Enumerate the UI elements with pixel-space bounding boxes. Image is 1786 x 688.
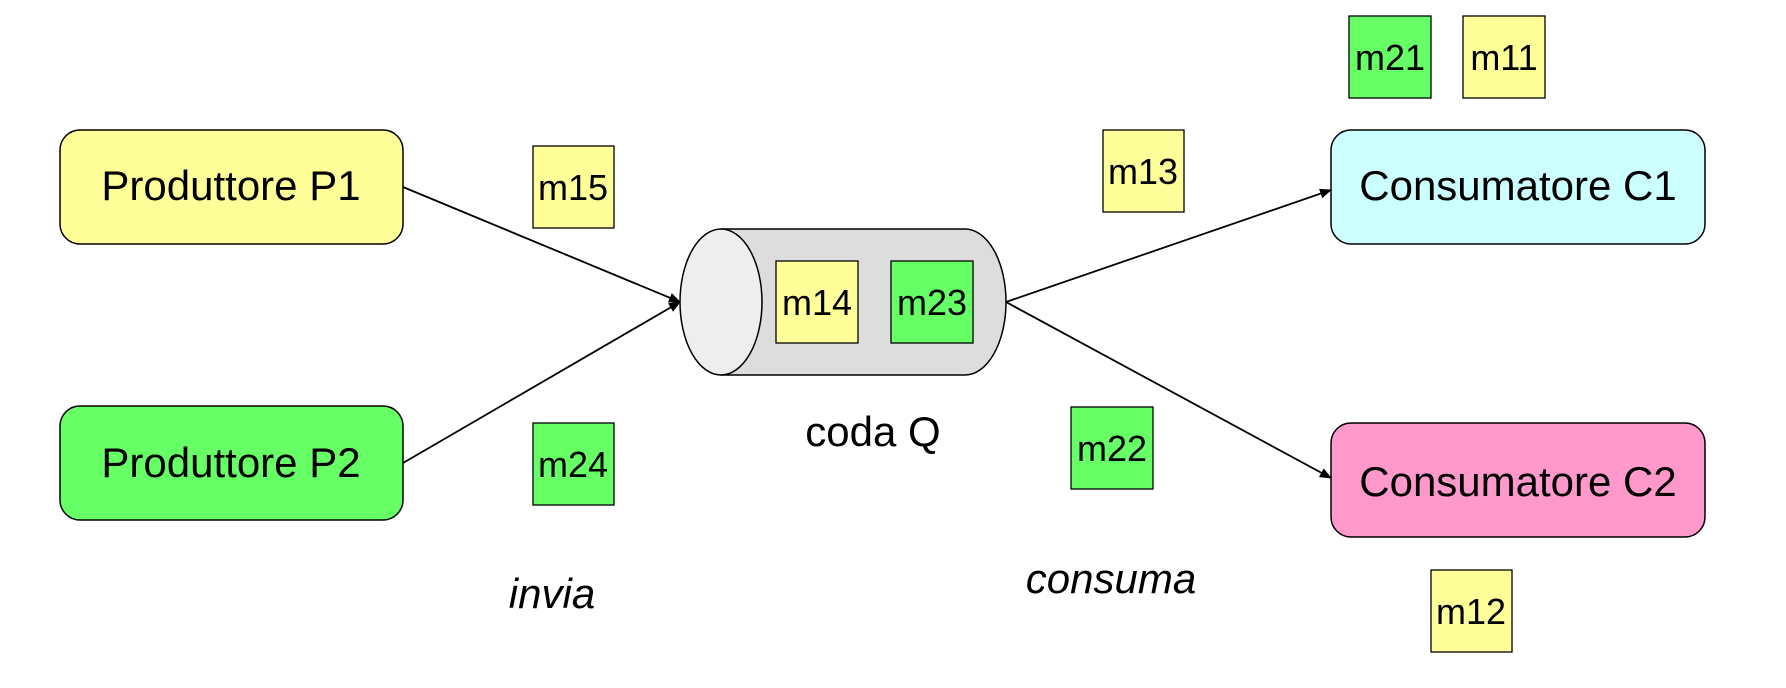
message-m14: m14 (775, 260, 859, 344)
arrow-queue-to-c1 (1005, 188, 1332, 303)
message-m12-label: m12 (1436, 591, 1506, 632)
producer-p1: Produttore P1 (59, 129, 404, 245)
message-m13-box (1102, 129, 1185, 213)
connectors (402, 186, 1332, 479)
producer-p2: Produttore P2 (59, 405, 404, 521)
message-m24-label: m24 (538, 444, 608, 485)
message-m14-label: m14 (782, 282, 852, 323)
arrow-p2-to-queue (402, 301, 681, 464)
message-m23-label: m23 (897, 282, 967, 323)
message-m12: m12 (1430, 569, 1513, 653)
message-m24-box (532, 422, 615, 506)
message-m13: m13 (1102, 129, 1185, 213)
message-m23-box (890, 260, 974, 344)
message-m15: m15 (532, 145, 615, 229)
message-m15-label: m15 (538, 167, 608, 208)
message-m22-box (1070, 406, 1154, 490)
message-m23: m23 (890, 260, 974, 344)
messages: m15 m24 m14 m23 m13 m22 m21 m11 (532, 15, 1546, 653)
message-m14-box (775, 260, 859, 344)
arrow-queue-to-c2 (1005, 301, 1332, 479)
consumer-c2-label: Consumatore C2 (1359, 458, 1676, 505)
message-m24: m24 (532, 422, 615, 506)
message-m21-box (1348, 15, 1432, 99)
message-m15-box (532, 145, 615, 229)
message-m12-box (1430, 569, 1513, 653)
queue-label: coda Q (805, 408, 940, 455)
producer-p2-label: Produttore P2 (101, 439, 360, 486)
producer-p2-box (59, 405, 404, 521)
consumer-c1-box (1330, 129, 1706, 245)
message-m22: m22 (1070, 406, 1154, 490)
consume-action-label: consuma (1026, 555, 1196, 602)
message-m11-box (1462, 15, 1546, 99)
send-action-label: invia (509, 570, 595, 617)
message-m11-label: m11 (1470, 37, 1537, 78)
producer-p1-box (59, 129, 404, 245)
message-m22-label: m22 (1077, 428, 1147, 469)
consumer-c1: Consumatore C1 (1330, 129, 1706, 245)
consumer-c1-label: Consumatore C1 (1359, 162, 1676, 209)
producer-p1-label: Produttore P1 (101, 162, 360, 209)
arrow-p1-to-queue (402, 186, 681, 303)
consumer-c2-box (1330, 422, 1706, 538)
queue-opening (679, 228, 763, 376)
message-m21: m21 (1348, 15, 1432, 99)
message-m11: m11 (1462, 15, 1546, 99)
consumer-c2: Consumatore C2 (1330, 422, 1706, 538)
message-m13-label: m13 (1108, 151, 1178, 192)
message-m21-label: m21 (1355, 37, 1425, 78)
